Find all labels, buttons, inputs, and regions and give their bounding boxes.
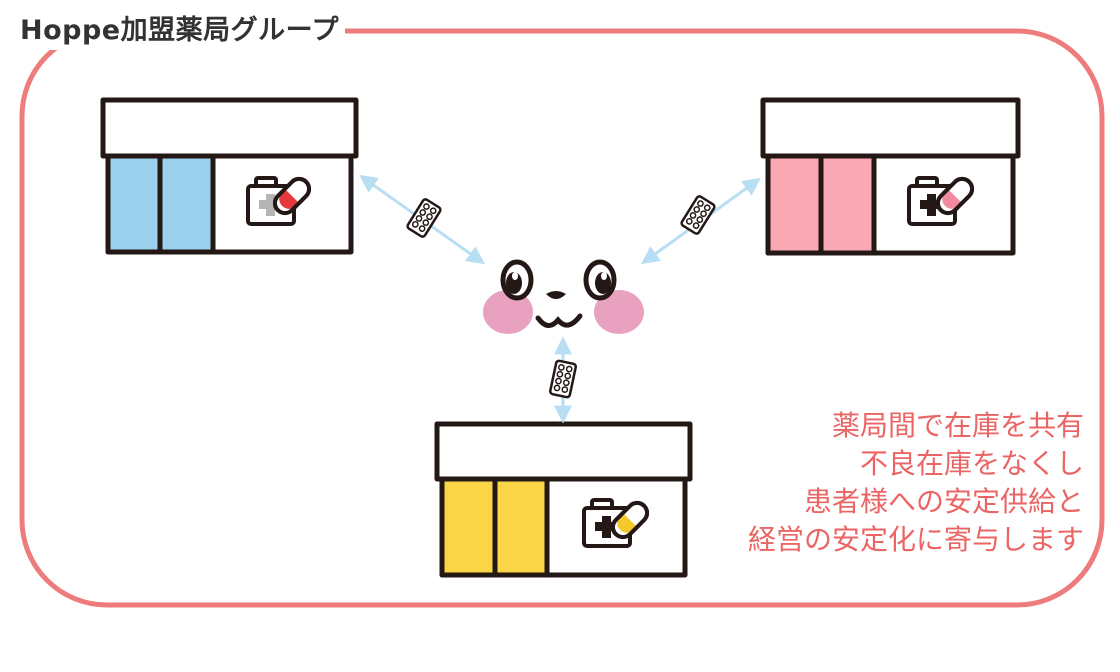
- capsule-icon: [610, 500, 650, 540]
- right-cheek: [594, 290, 644, 334]
- group-frame: [19, 28, 1105, 608]
- pill-pack-icon: [406, 198, 442, 238]
- pharmacy-blue: [100, 97, 359, 255]
- page-title: Hoppe加盟薬局グループ: [14, 12, 345, 50]
- pill-pack-icon: [548, 359, 578, 399]
- mascot-mouth: [535, 313, 583, 328]
- pharmacy-yellow: [434, 421, 693, 578]
- caption-line: 薬局間で在庫を共有: [831, 409, 1084, 442]
- caption-line: 不良在庫をなくし: [859, 447, 1084, 480]
- pharmacy-pink: [760, 97, 1021, 256]
- caption-line: 患者様への安定供給と: [803, 485, 1084, 518]
- pill-pack-icon: [680, 195, 716, 235]
- capsule-icon: [272, 176, 312, 216]
- caption-line: 経営の安定化に寄与します: [747, 523, 1084, 556]
- mascot-nose: [546, 291, 566, 299]
- capsule-icon: [935, 176, 975, 216]
- left-cheek: [483, 290, 533, 334]
- mascot-face: [483, 259, 644, 334]
- caption-block: 薬局間で在庫を共有 不良在庫をなくし 患者様への安定供給と 経営の安定化に寄与し…: [748, 407, 1084, 559]
